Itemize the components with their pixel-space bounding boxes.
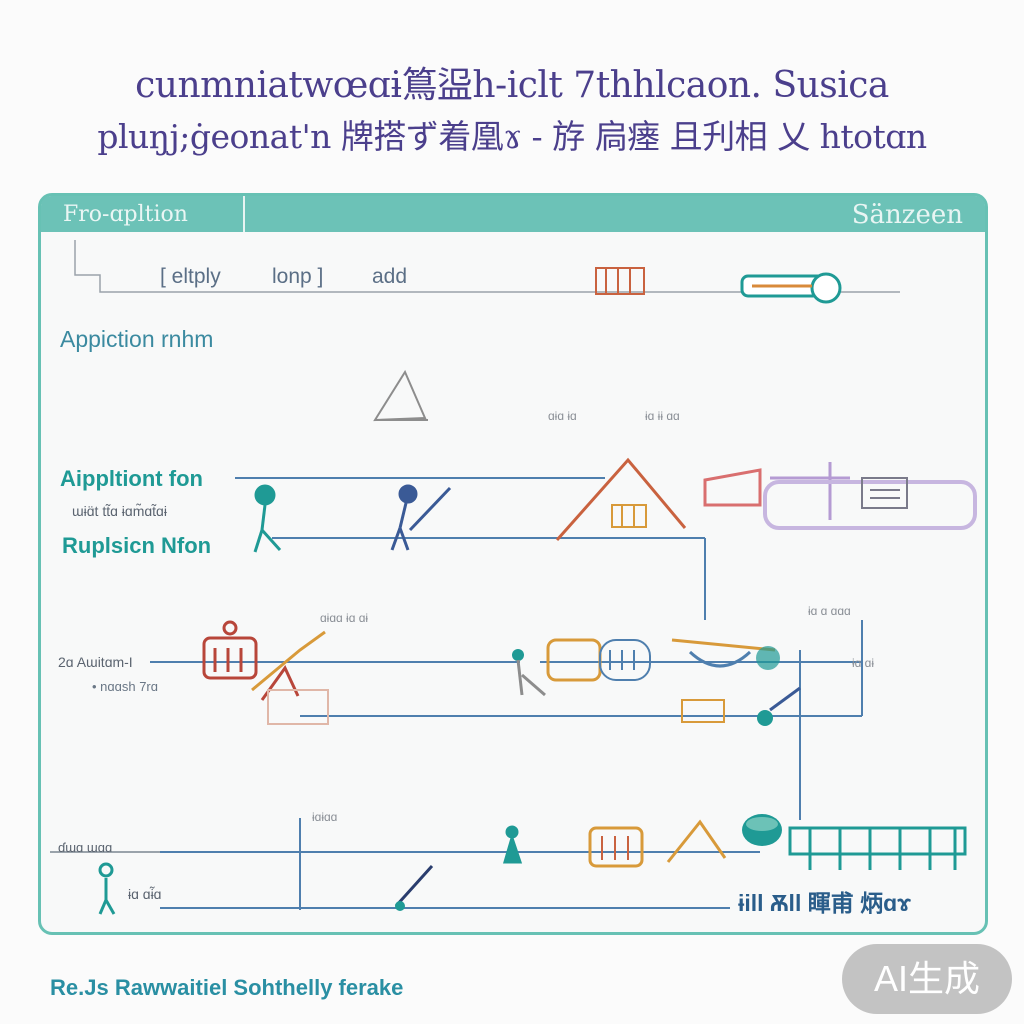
label-mid-left-1: 2ɑ Aɯitɑm-I [58,654,133,670]
title-line-2: pluŋj;ġeonat'n 牌搭ず着凰ɤ - 斿 扃瘗 且刋相 乂 htotɑ… [97,117,927,156]
section-label: Appiction rnhm [60,326,214,352]
pencil-icon [373,369,428,422]
toolbar-rule [74,240,900,293]
person-icon [253,484,282,553]
house-icon [555,457,687,541]
machine-icon-2 [512,638,651,697]
frame-header-right: Sänzeen [851,200,963,230]
small-mark-3: ɑɨɑɑ ɨɑ ɑɨ [320,611,369,625]
person-icon-3 [98,862,116,915]
person-icon-2 [390,484,452,551]
stairs-icon [666,819,727,863]
label-bottom-right: ɨill Ѫll 睴甫 炳ɑɤ [738,890,911,916]
toolbar-label-b[interactable]: lonp ] [272,265,324,288]
bowl-icon [671,638,801,726]
frame-header: Fro-ɑpltion Sänzeen [41,196,985,232]
machine-icon [703,462,977,530]
label-bottom-left-2: ɨɑ ɑɨ̃ɑ [128,886,162,902]
toolbar-label-a[interactable]: [ eltply [160,265,221,288]
label-mid-left-2: • nɑɑsh 7rɑ [92,679,158,694]
label-app-func-sub: ɯɨɑ̈t tt̃ɑ ɨɑm̃ɑt̃ɑɨ [72,503,167,519]
person-icon-4 [503,825,523,864]
small-mark-1: ɑɨɑ ɨɑ [548,409,577,423]
bowl-icon-2 [742,814,782,846]
building-icon-2 [588,826,644,868]
toolbar-machine-icon [595,267,645,295]
ai-generated-badge: AI生成 [842,944,1012,1014]
frame-header-left: Fro-ɑpltion [63,202,188,227]
pen-icon [394,864,434,911]
diagram-frame: Fro-ɑpltion Sänzeen [38,193,988,935]
key-icon[interactable] [740,272,842,304]
toolbar-label-c[interactable]: add [372,265,408,288]
building-icon [202,620,329,725]
small-mark-2: ɨɑ ɨɨ ɑɑ [645,409,680,423]
header-divider [243,196,245,232]
label-bottom-left-1: ɗɯɑ ɯɑɑ [58,840,113,855]
teal-structure-icon [788,826,967,870]
small-mark-6: ɨɑ ɑɨ [852,656,875,670]
connector-lines [50,477,863,910]
footer-caption: Re.Js Rawwaitiel Sohthelly ferake [50,975,404,1000]
title-line-1: cunmniatwœɑɨ䉆䀀h-iclt 7thhlcaon. Susica [135,65,889,106]
label-app-func: Aippltiont fon [60,466,203,491]
small-mark-4: ɨɑ ɑ ɑɑɑ [808,604,851,618]
label-rupisicn: Ruplsicn Nfon [62,533,212,558]
small-mark-5: ɨɑɨɑɑ [312,810,338,824]
